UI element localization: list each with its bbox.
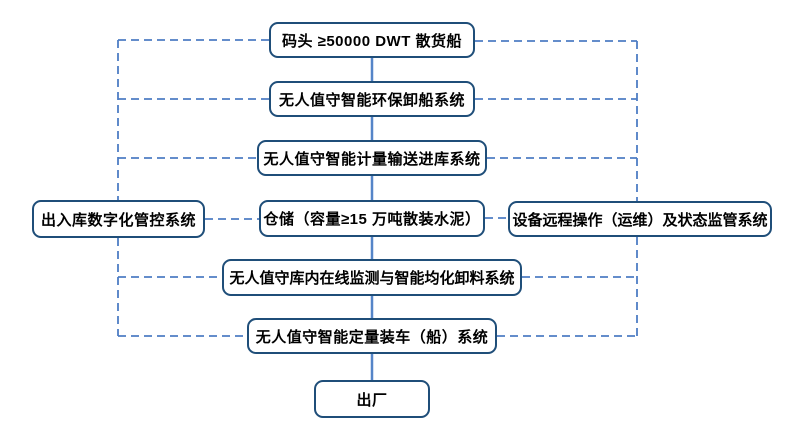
node-online-monitoring-label: 无人值守库内在线监测与智能均化卸料系统: [229, 270, 515, 287]
node-ship-unloading-label: 无人值守智能环保卸船系统: [278, 91, 465, 109]
node-remote-operation-label: 设备远程操作（运维）及状态监管系统: [512, 211, 768, 229]
node-metering-conveying-label: 无人值守智能计量输送进库系统: [263, 150, 481, 168]
node-metering-conveying-system: 无人值守智能计量输送进库系统: [257, 140, 487, 176]
node-factory-exit-label: 出厂: [356, 391, 388, 409]
node-ship-unloading-system: 无人值守智能环保卸船系统: [269, 81, 475, 117]
node-warehouse-io-control-system: 出入库数字化管控系统: [32, 200, 205, 238]
dashed-connectors-left: [117, 39, 269, 337]
node-storage-label: 仓储（容量≥15 万吨散装水泥）: [263, 211, 481, 228]
node-quantitative-loading-system: 无人值守智能定量装车（船）系统: [247, 318, 497, 354]
dashed-connectors-right: [475, 40, 638, 337]
node-online-monitoring-system: 无人值守库内在线监测与智能均化卸料系统: [222, 259, 522, 296]
node-quantitative-loading-label: 无人值守智能定量装车（船）系统: [255, 328, 489, 346]
node-factory-exit: 出厂: [314, 380, 430, 418]
node-remote-operation-system: 设备远程操作（运维）及状态监管系统: [508, 201, 772, 237]
node-dock-label: 码头 ≥50000 DWT 散货船: [281, 32, 463, 50]
node-dock: 码头 ≥50000 DWT 散货船: [269, 22, 475, 58]
node-warehouse-io-control-label: 出入库数字化管控系统: [40, 211, 196, 229]
node-storage: 仓储（容量≥15 万吨散装水泥）: [259, 200, 485, 237]
